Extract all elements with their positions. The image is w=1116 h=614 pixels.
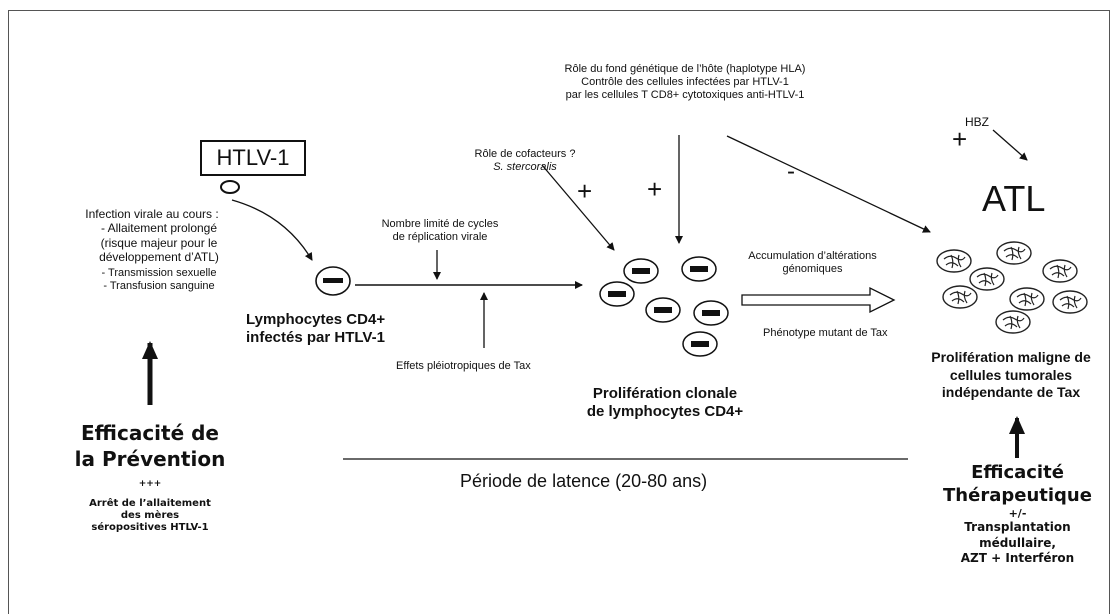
- host-line: Contrôle des cellules infectées par HTLV…: [581, 76, 789, 89]
- infection-item: - Transfusion sanguine: [103, 279, 215, 292]
- therapy-line: médullaire,: [979, 535, 1056, 550]
- prevention-block: Efficacité de la Prévention +++ Arrêt de…: [45, 420, 255, 534]
- replication-line: de réplication virale: [392, 231, 488, 244]
- malignant-line: Prolifération maligne de: [931, 349, 1091, 365]
- infection-block: Infection virale au cours : - Allaitemen…: [52, 207, 252, 293]
- cofactors-line: Rôle de cofacteurs ?: [474, 148, 576, 160]
- malignant-cells-icon: [936, 241, 1088, 334]
- infection-item: (risque majeur pour le: [100, 235, 218, 250]
- atl-label: ATL: [982, 178, 1046, 219]
- malignant-line: indépendante de Tax: [941, 384, 1081, 400]
- prevention-line: séropositives HTLV-1: [91, 521, 209, 533]
- prevention-title: la Prévention: [74, 447, 226, 471]
- tax-mutant-label: Phénotype mutant de Tax: [763, 327, 888, 339]
- cd4-infected-label: Lymphocytes CD4+ infectés par HTLV-1: [246, 311, 385, 347]
- prevention-line: Arrêt de l’allaitement: [89, 497, 211, 509]
- plus-sign: +: [647, 174, 663, 204]
- prevention-mark: +++: [138, 479, 162, 489]
- host-line: par les cellules T CD8+ cytotoxiques ant…: [565, 89, 805, 102]
- host-to-malignant-arrow: [726, 135, 931, 233]
- therapy-line: Transplantation: [964, 520, 1071, 535]
- virus-box: HTLV-1: [200, 140, 306, 176]
- therapy-block: Efficacité Thérapeutique +/- Transplanta…: [925, 462, 1110, 567]
- minus-sign: -: [787, 158, 795, 185]
- tax-effects-label: Effets pléiotropiques de Tax: [396, 360, 531, 372]
- cofactors-species: S. stercoralis: [493, 161, 557, 174]
- hbz-arrow: [992, 129, 1028, 161]
- infection-item: développement d’ATL): [99, 250, 219, 265]
- prevention-title: Efficacité de: [81, 421, 219, 445]
- host-line: Rôle du fond génétique de l’hôte (haplot…: [564, 63, 806, 75]
- replication-label: Nombre limité de cycles de réplication v…: [355, 218, 525, 244]
- plus-sign: +: [577, 176, 593, 206]
- infection-title: Infection virale au cours :: [85, 207, 219, 221]
- replication-line: Nombre limité de cycles: [381, 218, 499, 230]
- prevention-line: des mères: [120, 509, 180, 521]
- clonal-lymphocytes-icon: [599, 256, 729, 357]
- malignant-line: cellules tumorales: [949, 366, 1073, 383]
- therapy-title: Efficacité: [971, 462, 1064, 483]
- cd4-infected-line: Lymphocytes CD4+: [246, 311, 386, 328]
- infection-item: - Transmission sexuelle: [101, 266, 217, 279]
- therapy-mark: +/-: [1008, 507, 1027, 520]
- genomic-line: génomiques: [782, 263, 843, 276]
- malignant-label: Prolifération maligne de cellules tumora…: [910, 349, 1112, 402]
- clonal-line: Prolifération clonale: [592, 385, 738, 402]
- cofactor-arrow: [541, 164, 615, 251]
- diagram-frame: [8, 10, 1110, 614]
- clonal-label: Prolifération clonale de lymphocytes CD4…: [580, 385, 750, 421]
- genomic-transition-arrow: [741, 286, 896, 314]
- infection-item: - Allaitement prolongé: [100, 221, 218, 236]
- cofactors-label: Rôle de cofacteurs ? S. stercoralis: [445, 148, 605, 174]
- therapy-title: Thérapeutique: [943, 484, 1092, 506]
- latency-label: Période de latence (20-80 ans): [460, 471, 708, 491]
- host-label: Rôle du fond génétique de l’hôte (haplot…: [540, 63, 830, 103]
- clonal-line: de lymphocytes CD4+: [586, 403, 744, 420]
- cd4-infected-line: infectés par HTLV-1: [246, 329, 385, 346]
- therapy-line: AZT + Interféron: [960, 551, 1075, 566]
- plus-sign: +: [952, 124, 968, 154]
- genomic-label: Accumulation d’altérations génomiques: [740, 250, 885, 276]
- genomic-line: Accumulation d’altérations: [748, 250, 877, 262]
- infected-lymphocyte-icon: [315, 266, 351, 296]
- virion-icon: [220, 180, 240, 194]
- virion-to-cd4-arrow: [231, 199, 313, 261]
- hbz-label: HBZ: [965, 115, 989, 129]
